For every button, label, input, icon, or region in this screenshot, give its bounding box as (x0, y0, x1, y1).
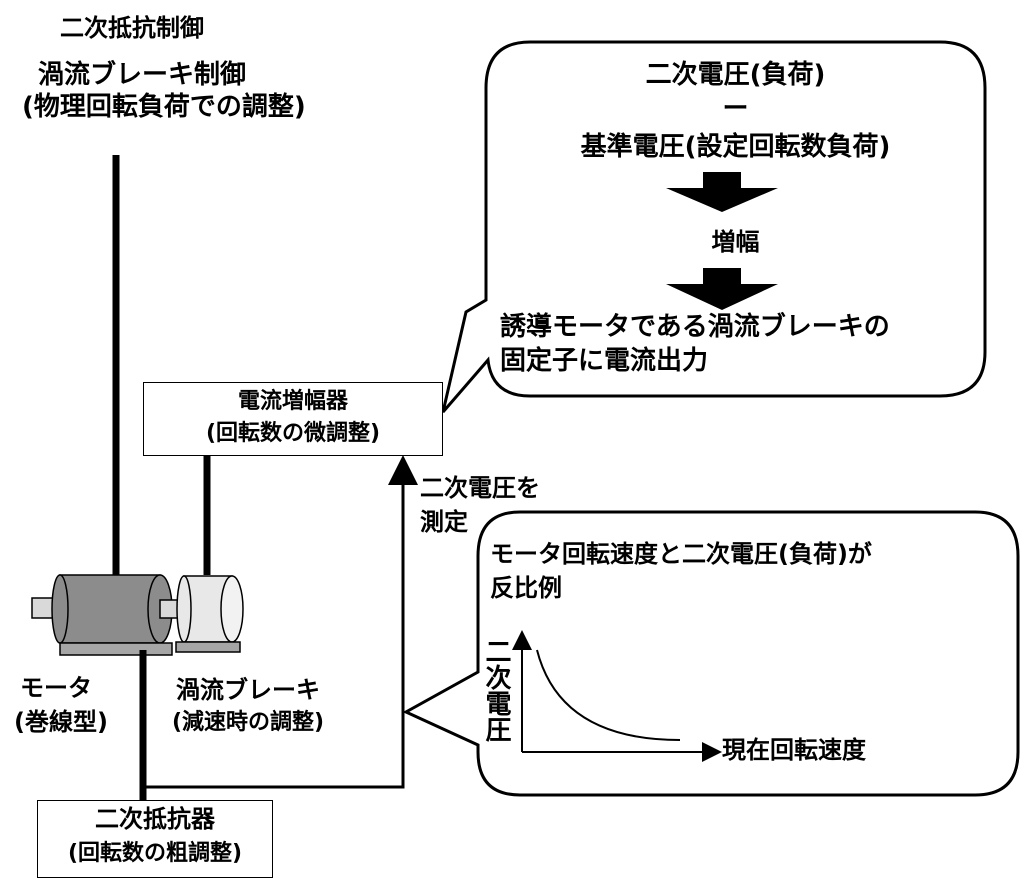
bubble-bottom-line2: 反比例 (490, 574, 562, 602)
eddy-brake-sublabel: (減速時の調整) (172, 710, 325, 735)
bubble-top-minus: ー (722, 94, 749, 124)
bubble-top-output-line2: 固定子に電流出力 (500, 346, 709, 376)
secondary-resistor-box: 二次抵抗器 (回転数の粗調整) (37, 800, 273, 878)
graph-x-axis-label: 現在回転速度 (722, 736, 866, 764)
bubble-top-amplify: 増幅 (711, 228, 760, 256)
secondary-resistor-label: 二次抵抗器 (95, 805, 215, 833)
bubble-top-secondary-voltage: 二次電圧(負荷) (645, 60, 826, 90)
current-amplifier-label: 電流増幅器 (237, 389, 348, 414)
top-bubble (441, 40, 987, 413)
bubble-top-reference-voltage: 基準電圧(設定回転数負荷) (580, 132, 891, 162)
motor-label: モータ (20, 674, 92, 702)
down-arrow-1 (666, 172, 778, 212)
secondary-resistor-sublabel: (回転数の粗調整) (67, 841, 243, 866)
eddy-brake-control-label: 渦流ブレーキ制御 (38, 60, 247, 90)
inverse-curve (536, 649, 681, 741)
inverse-graph (512, 630, 722, 762)
eddy-brake-label: 渦流ブレーキ (176, 676, 320, 704)
motor-drawing (31, 574, 185, 656)
motor-sublabel: (巻線型) (14, 708, 108, 736)
secondary-resistance-control-label: 二次抵抗制御 (60, 14, 204, 42)
bubble-bottom-line1: モータ回転速度と二次電圧(負荷)が (490, 540, 872, 568)
current-amplifier-box: 電流増幅器 (回転数の微調整) (143, 382, 443, 456)
bubble-top-output-line1: 誘導モータである渦流ブレーキの (500, 312, 890, 342)
down-arrow-2 (666, 268, 778, 310)
measure-voltage-label: 二次電圧を (420, 474, 540, 502)
graph-y-axis-label: 二次電圧 (481, 638, 511, 742)
eddy-brake-drawing (175, 575, 244, 653)
eddy-brake-control-sublabel: (物理回転負荷での調整) (22, 92, 306, 122)
feedback-line (143, 455, 418, 789)
measure-voltage-label-2: 測定 (420, 508, 468, 536)
bottom-bubble (402, 510, 1020, 797)
current-amplifier-sublabel: (回転数の微調整) (205, 421, 381, 446)
